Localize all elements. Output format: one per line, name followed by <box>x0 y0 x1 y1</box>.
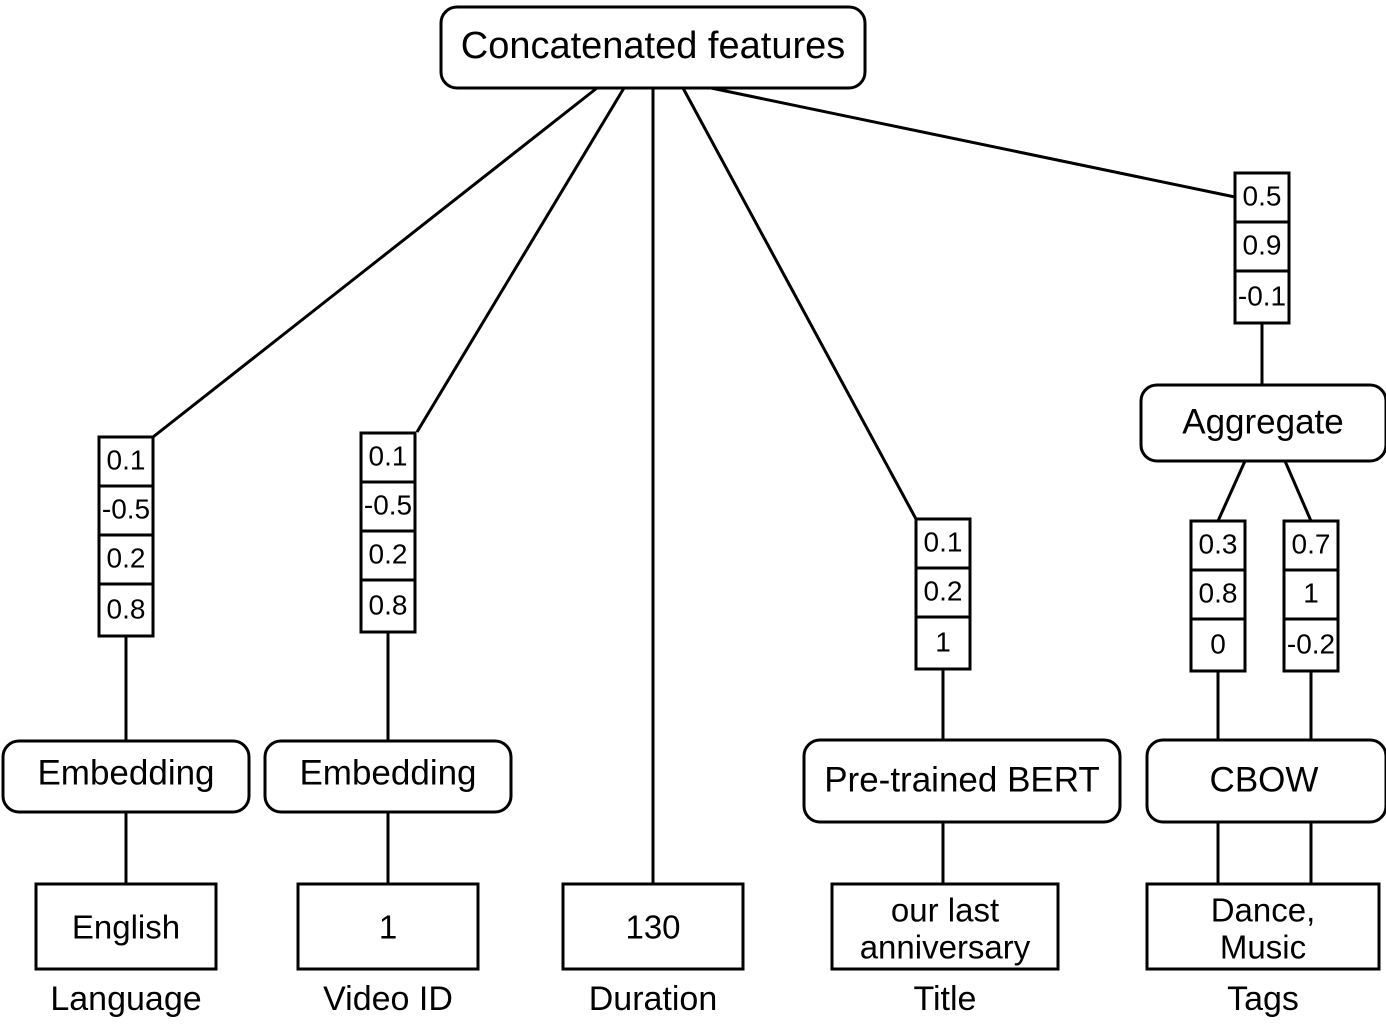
node-concatenated-features-box <box>439 5 867 90</box>
vector-cell <box>1282 519 1340 572</box>
edge-concat-to-video-id <box>415 87 626 433</box>
leaf-duration-input-value: 130 <box>625 909 680 946</box>
vector-cell-value: 0.1 <box>107 444 146 475</box>
vector-cell-value: 0 <box>1210 628 1226 659</box>
node-tags-cbow-box <box>1145 738 1386 824</box>
caption-language: Language <box>50 980 201 1018</box>
caption-duration: Duration <box>589 980 718 1018</box>
edges-from-concatenated-features <box>152 86 1236 884</box>
vector-cell-value: 0.3 <box>1199 528 1238 559</box>
vector-cell <box>1282 568 1340 621</box>
node-tags-aggregate-box <box>1139 383 1386 463</box>
vector-cell <box>97 533 155 586</box>
column-language: 0.1 -0.5 0.2 0.8 Embedding English Langu… <box>1 435 251 1018</box>
vector-cell-value: 0.7 <box>1292 528 1331 559</box>
vector-cell-value: 0.8 <box>369 589 408 620</box>
vector-cell-value: 1 <box>935 626 951 657</box>
vector-cell <box>914 566 972 619</box>
column-title: 0.1 0.2 1 Pre-trained BERT our last anni… <box>802 517 1122 1018</box>
leaf-language-input-box <box>34 882 218 971</box>
leaf-duration-input[interactable]: 130 <box>561 882 745 971</box>
leaf-title-input-box <box>830 882 1060 971</box>
leaf-tags-input-value-line2: Music <box>1220 929 1306 966</box>
vector-cell-value: -0.2 <box>1287 628 1335 659</box>
edge-concat-to-title <box>681 87 918 520</box>
node-language-embedding[interactable]: Embedding <box>1 739 251 814</box>
node-tags-cbow[interactable]: CBOW <box>1145 738 1386 824</box>
vector-cell-value: 1 <box>1303 577 1319 608</box>
leaf-video-id-input-value: 1 <box>379 909 397 946</box>
vector-cell-value: 0.2 <box>107 542 146 573</box>
vector-cell-value: 0.5 <box>1243 180 1282 211</box>
leaf-video-id-input[interactable]: 1 <box>296 882 480 971</box>
vector-cell <box>1189 568 1247 621</box>
vector-video-id-embedding: 0.1 -0.5 0.2 0.8 <box>359 431 417 634</box>
column-video-id: 0.1 -0.5 0.2 0.8 Embedding 1 Video ID <box>263 431 513 1018</box>
leaf-title-input-value-line1: our last <box>891 892 999 929</box>
node-title-bert-label: Pre-trained BERT <box>824 760 1100 799</box>
node-tags-aggregate-label: Aggregate <box>1182 402 1344 441</box>
node-video-id-embedding[interactable]: Embedding <box>263 739 513 814</box>
vector-cell-value: -0.5 <box>364 489 412 520</box>
node-concatenated-features-label: Concatenated features <box>461 25 846 67</box>
edge-aggregate-to-tag-vector-left <box>1216 460 1247 522</box>
caption-title: Title <box>914 980 977 1018</box>
leaf-tags-input-box <box>1145 882 1381 971</box>
vector-cell <box>1189 617 1247 673</box>
vector-cell <box>914 615 972 671</box>
leaf-language-input[interactable]: English <box>34 882 218 971</box>
vector-cell-value: 0.9 <box>1243 229 1282 260</box>
leaf-duration-input-box <box>561 882 745 971</box>
leaf-video-id-input-box <box>296 882 480 971</box>
vector-cell <box>97 435 155 488</box>
caption-tags: Tags <box>1227 980 1299 1018</box>
vector-tags-right: 0.7 1 -0.2 <box>1282 519 1340 673</box>
node-tags-aggregate[interactable]: Aggregate <box>1139 383 1386 463</box>
vector-cell-value: 0.2 <box>369 538 408 569</box>
vector-cell-value: -0.5 <box>102 493 150 524</box>
node-title-bert-box <box>802 738 1122 824</box>
edge-aggregate-to-tag-vector-right <box>1283 460 1313 522</box>
leaf-title-input[interactable]: our last anniversary <box>830 882 1060 971</box>
vector-language-embedding: 0.1 -0.5 0.2 0.8 <box>97 435 155 638</box>
leaf-language-input-value: English <box>72 909 180 946</box>
vector-cell-value: 0.2 <box>924 575 963 606</box>
vector-cell-value: 0.8 <box>107 593 146 624</box>
vector-cell-value: 0.1 <box>369 440 408 471</box>
node-concatenated-features[interactable]: Concatenated features <box>439 5 867 90</box>
vector-cell <box>914 517 972 570</box>
vector-cell-value: 0.1 <box>924 526 963 557</box>
leaf-tags-input-value-line1: Dance, <box>1211 892 1316 929</box>
column-duration: 130 Duration <box>561 882 745 1018</box>
leaf-tags-input[interactable]: Dance, Music <box>1145 882 1381 971</box>
vector-cell <box>1233 269 1291 325</box>
node-video-id-embedding-label: Embedding <box>299 753 476 792</box>
caption-video-id: Video ID <box>323 980 453 1018</box>
vector-title-bert: 0.1 0.2 1 <box>914 517 972 671</box>
vector-cell <box>1282 617 1340 673</box>
vector-cell-value: 0.8 <box>1199 577 1238 608</box>
vector-tags-aggregate: 0.5 0.9 -0.1 <box>1233 171 1291 325</box>
column-tags: 0.5 0.9 -0.1 Aggregate 0.3 0.8 0 0.7 <box>1139 171 1386 1018</box>
node-tags-cbow-label: CBOW <box>1210 760 1319 799</box>
node-language-embedding-label: Embedding <box>37 753 214 792</box>
vector-cell <box>1233 220 1291 273</box>
vector-cell <box>359 480 417 533</box>
node-title-bert[interactable]: Pre-trained BERT <box>802 738 1122 824</box>
leaf-title-input-value-line2: anniversary <box>860 929 1031 966</box>
edge-concat-to-language <box>152 86 598 439</box>
edge-concat-to-tags <box>710 86 1236 199</box>
vector-cell-value: -0.1 <box>1238 280 1286 311</box>
vector-tags-left: 0.3 0.8 0 <box>1189 519 1247 673</box>
vector-cell <box>97 582 155 638</box>
